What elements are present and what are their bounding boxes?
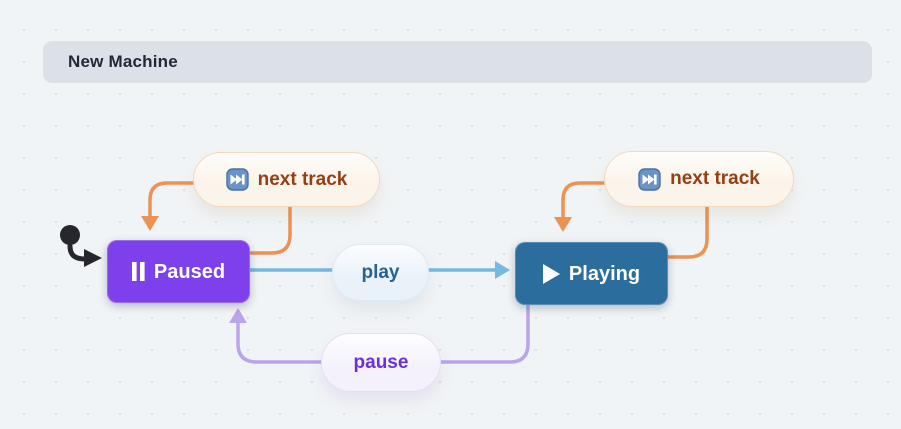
arrowhead-icon (229, 308, 247, 323)
event-label: next track (670, 168, 760, 189)
pause-icon (131, 262, 145, 281)
play-icon (542, 263, 560, 284)
arrowhead-icon (84, 249, 102, 267)
arrowhead-icon (495, 261, 510, 279)
arrowhead-icon (554, 217, 572, 232)
event-label: play (361, 261, 400, 283)
state-node-playing[interactable]: Playing (515, 242, 668, 305)
next-track-icon (225, 168, 249, 191)
next-track-icon (638, 167, 661, 191)
machine-title-bar[interactable]: New Machine (43, 41, 872, 83)
event-label: next track (257, 168, 348, 190)
initial-dot-icon (60, 225, 80, 245)
event-pill-pause[interactable]: pause (321, 333, 441, 392)
transition-edge-next-track-paused[interactable] (141, 181, 292, 255)
transition-edge-next-track-playing[interactable] (554, 181, 709, 259)
event-pill-next-track-paused[interactable]: next track (193, 152, 380, 207)
state-node-paused[interactable]: Paused (107, 240, 250, 303)
state-label: Paused (153, 260, 226, 283)
arrowhead-icon (141, 216, 159, 231)
state-label: Playing (568, 262, 641, 285)
event-pill-next-track-playing[interactable]: next track (604, 151, 794, 207)
event-label: pause (353, 351, 409, 373)
event-pill-play[interactable]: play (332, 244, 429, 301)
machine-title: New Machine (68, 52, 178, 71)
initial-state-marker[interactable] (60, 225, 102, 267)
